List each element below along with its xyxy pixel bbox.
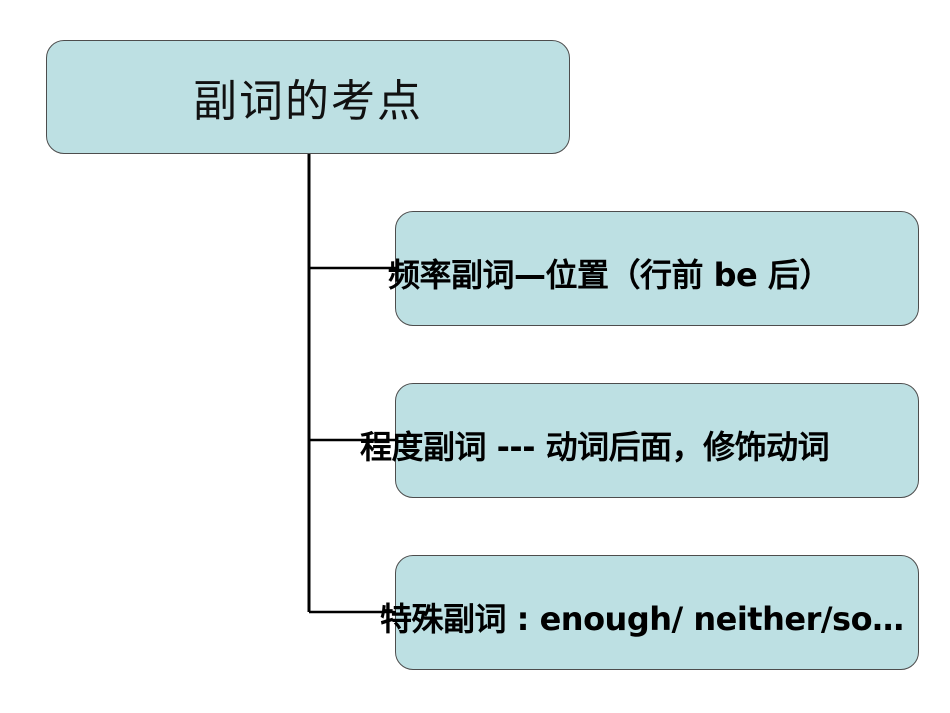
child-node-label-special: 特殊副词 : enough/ neither/so… <box>380 600 904 638</box>
root-node-box <box>46 40 570 154</box>
child-node-box-frequency <box>395 211 919 326</box>
root-node-label: 副词的考点 <box>193 76 423 127</box>
child-node-label-degree: 程度副词 --- 动词后面，修饰动词 <box>360 428 830 466</box>
child-node-box-degree <box>395 383 919 498</box>
child-node-box-special <box>395 555 919 670</box>
child-node-label-frequency: 频率副词—位置（行前 be 后） <box>388 256 831 294</box>
